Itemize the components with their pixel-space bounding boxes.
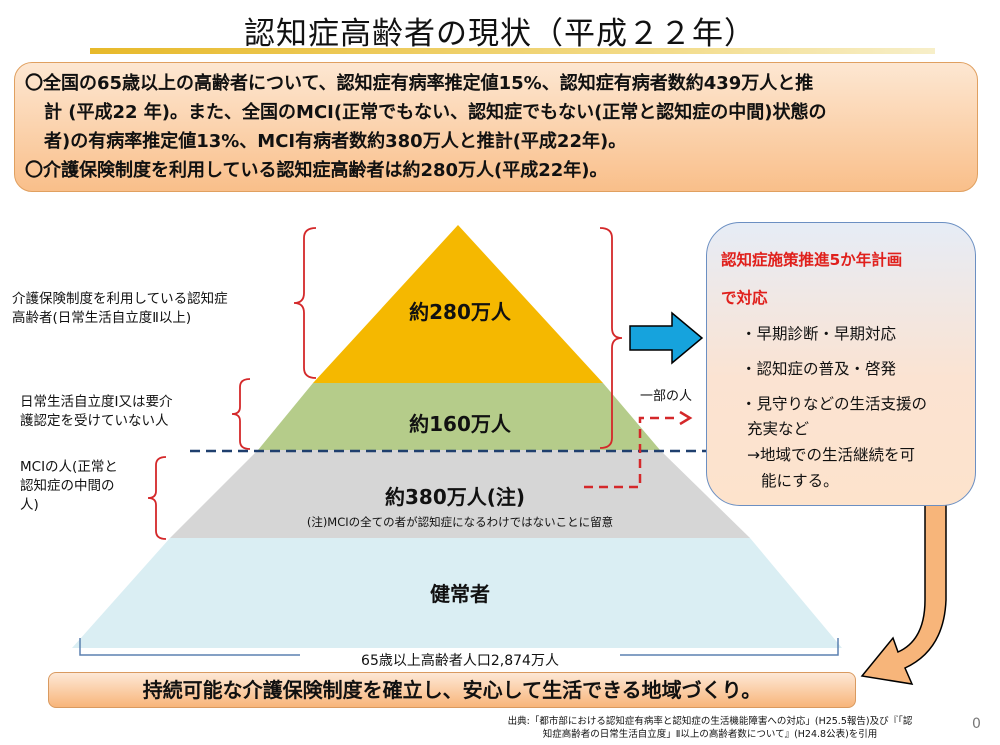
left-label-level1: 日常生活自立度Ⅰ又は要介 護認定を受けていない人 [20, 393, 172, 431]
label-line: 認知症の中間の [20, 478, 115, 494]
policy-item: 能にする。 [761, 472, 839, 490]
summary-line: 計 (平成22 年)。また、全国のMCI(正常でもない、認知症でもない(正常と認… [44, 102, 827, 123]
dashed-arrow-path [584, 416, 680, 489]
dashed-arrow-head-icon [679, 410, 693, 426]
pyramid-top-layer [313, 225, 603, 383]
label-line: 護認定を受けていない人 [20, 413, 169, 429]
label-line: 介護保険制度を利用している認知症 [12, 291, 228, 307]
pyramid-second-layer [258, 383, 660, 450]
label-line: 高齢者(日常生活自立度Ⅱ以上) [12, 310, 192, 326]
some-people-label: 一部の人 [640, 389, 693, 404]
summary-line: 者)の有病率推定値13%、MCI有病者数約380万人と推計(平成22年)。 [44, 131, 627, 152]
policy-item: ・早期診断・早期対応 [741, 325, 897, 343]
policy-heading: で対応 [721, 289, 768, 307]
conclusion-banner: 持続可能な介護保険制度を確立し、安心して生活できる地域づくり。 [48, 672, 856, 708]
left-label-care-users: 介護保険制度を利用している認知症 高齢者(日常生活自立度Ⅱ以上) [12, 290, 228, 328]
policy-heading: 認知症施策推進5か年計画 [721, 251, 903, 269]
summary-line: 〇介護保険制度を利用している認知症高齢者は約280万人(平成22年)。 [25, 160, 608, 181]
label-line: MCIの人(正常と [20, 459, 118, 475]
source-line: 知症高齢者の日常生活自立度」Ⅱ以上の高齢者数について』(H24.8公表)を引用 [542, 729, 878, 740]
blue-arrow-icon [629, 311, 704, 365]
bracket-right [599, 227, 623, 449]
bracket-mci-left [147, 456, 167, 540]
policy-item: ・見守りなどの生活支援の [741, 395, 928, 413]
left-label-mci: MCIの人(正常と 認知症の中間の 人) [20, 458, 118, 515]
layer-top-label: 約280万人 [409, 300, 511, 324]
policy-item: 充実など [747, 420, 810, 438]
pyramid-base-layer [72, 538, 842, 648]
policy-item: ・認知症の普及・啓発 [741, 360, 897, 378]
layer-second-label: 約160万人 [409, 412, 511, 436]
label-line: 日常生活自立度Ⅰ又は要介 [20, 394, 173, 410]
summary-box: 〇全国の65歳以上の高齢者について、認知症有病率推定値15%、認知症有病者数約4… [14, 62, 978, 192]
page-number: 0 [972, 716, 981, 732]
source-citation: 出典:「都市部における認知症有病率と認知症の生活機能障害への対応」(H25.5報… [470, 715, 950, 741]
pyramid-mci-layer [170, 450, 750, 538]
layer-base-label: 健常者 [430, 582, 490, 606]
policy-box: 認知症施策推進5か年計画 で対応 ・早期診断・早期対応 ・認知症の普及・啓発 ・… [706, 222, 976, 506]
curved-orange-arrow-icon [860, 479, 947, 685]
bracket-top-left [293, 227, 317, 379]
bracket-second-left [231, 378, 251, 450]
population-label: 65歳以上高齢者人口2,874万人 [361, 653, 559, 669]
summary-line: 〇全国の65歳以上の高齢者について、認知症有病率推定値15%、認知症有病者数約4… [25, 73, 814, 94]
title-underline [90, 48, 935, 54]
policy-item: →地域での生活継続を可 [747, 446, 915, 464]
population-bracket [79, 638, 839, 656]
layer-mci-label: 約380万人(注) [384, 485, 526, 509]
label-line: 人) [20, 497, 39, 513]
mci-note: (注)MCIの全ての者が認知症になるわけではないことに留意 [306, 515, 614, 529]
page-title: 認知症高齢者の現状（平成２２年） [244, 16, 756, 52]
red-brackets [147, 227, 623, 540]
source-line: 出典:「都市部における認知症有病率と認知症の生活機能障害への対応」(H25.5報… [507, 716, 913, 727]
